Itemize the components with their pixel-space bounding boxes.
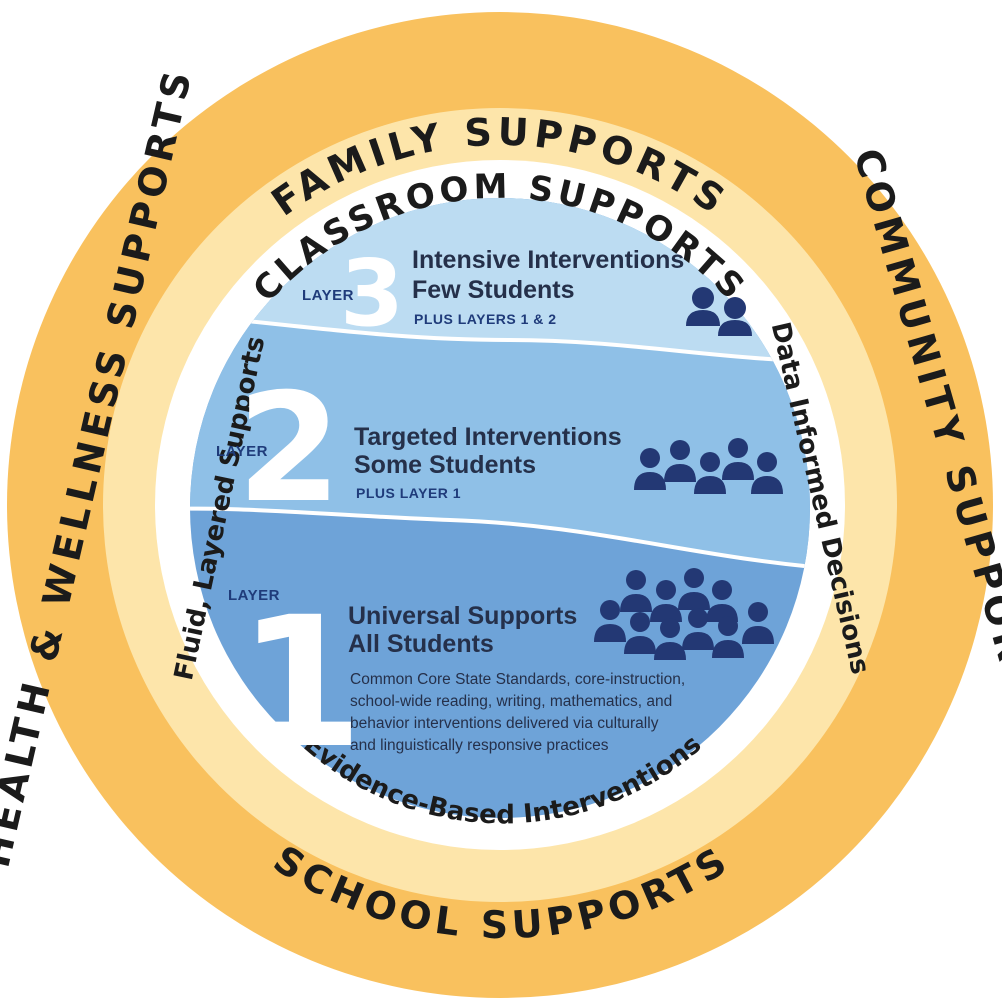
layer3-word: LAYER bbox=[302, 287, 354, 304]
layer1-title-line1: Universal Supports bbox=[348, 602, 577, 630]
layer2-plus: PLUS LAYER 1 bbox=[356, 485, 461, 501]
layer2-word: LAYER bbox=[216, 443, 268, 460]
layer1-desc-line3: behavior interventions delivered via cul… bbox=[350, 715, 659, 732]
layer1-title-line2: All Students bbox=[348, 630, 494, 658]
layer2-title-line1: Targeted Interventions bbox=[354, 423, 622, 451]
crowd-people-icon bbox=[594, 568, 774, 660]
wave-divider-upper bbox=[190, 310, 810, 363]
layer3-group: LAYER 3 Intensive Interventions Few Stud… bbox=[302, 240, 752, 347]
two-people-icon bbox=[686, 287, 752, 336]
layer2-group: LAYER 2 Targeted Interventions Some Stud… bbox=[216, 362, 783, 536]
layer3-title-line1: Intensive Interventions bbox=[412, 246, 684, 274]
layer1-word: LAYER bbox=[228, 587, 280, 604]
layer1-group: LAYER 1 Universal Supports All Students … bbox=[228, 568, 774, 788]
layer2-number: 2 bbox=[237, 362, 341, 536]
layer3-plus: PLUS LAYERS 1 & 2 bbox=[414, 311, 557, 327]
layer1-desc-line1: Common Core State Standards, core-instru… bbox=[350, 671, 685, 688]
group-people-icon bbox=[634, 438, 783, 494]
layer1-desc-line4: and linguistically responsive practices bbox=[350, 737, 609, 754]
layer2-title-line2: Some Students bbox=[354, 451, 536, 479]
layer3-title-line2: Few Students bbox=[412, 276, 575, 304]
layer1-desc-line2: school-wide reading, writing, mathematic… bbox=[350, 693, 672, 710]
layer1-number: 1 bbox=[238, 579, 363, 788]
wave-divider-lower bbox=[190, 506, 810, 572]
layer3-number: 3 bbox=[340, 240, 404, 347]
